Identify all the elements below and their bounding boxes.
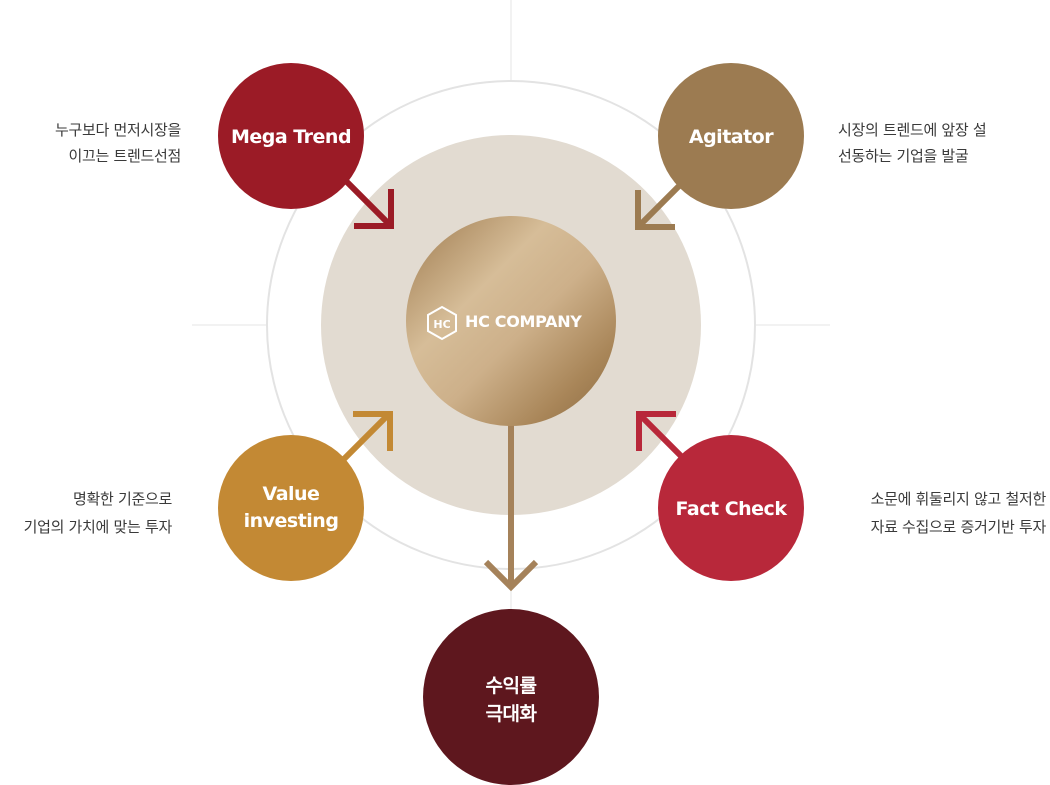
node-value-investing <box>218 435 364 581</box>
hc-logo-mark: HC <box>433 318 450 331</box>
desc-agitator-line1: 시장의 트렌드에 앞장 설 <box>838 121 986 139</box>
node-result <box>423 609 599 785</box>
desc-value-investing-line1: 명확한 기준으로 <box>73 490 172 508</box>
node-value-investing-title-line2: investing <box>244 510 339 532</box>
company-name: HC COMPANY <box>465 312 582 331</box>
center-circle <box>406 216 616 426</box>
desc-mega-trend-line2: 이끄는 트렌드선점 <box>69 147 181 165</box>
node-result-title-line2: 극대화 <box>486 703 538 725</box>
node-fact-check <box>658 435 804 581</box>
arrow-result <box>483 420 539 592</box>
desc-fact-check-line2: 자료 수집으로 증거기반 투자 <box>871 518 1047 536</box>
desc-fact-check-line1: 소문에 휘둘리지 않고 철저한 <box>871 490 1047 508</box>
node-mega-trend <box>218 63 364 209</box>
desc-value-investing-line2: 기업의 가치에 맞는 투자 <box>24 518 173 536</box>
node-result-title-line1: 수익률 <box>486 675 537 697</box>
node-agitator <box>658 63 804 209</box>
arrow-agitator <box>635 179 686 230</box>
node-agitator-title: Agitator <box>689 126 774 148</box>
node-fact-check-title: Fact Check <box>676 498 788 520</box>
arrow-fact-check <box>636 411 687 462</box>
arrow-value-investing <box>341 411 393 462</box>
hc-logo-icon: HC <box>427 305 457 341</box>
node-value-investing-title-line1: Value <box>263 483 320 505</box>
desc-agitator-line2: 선동하는 기업을 발굴 <box>838 147 969 165</box>
node-mega-trend-title: Mega Trend <box>231 126 351 148</box>
arrow-mega-trend <box>342 177 394 229</box>
desc-mega-trend-line1: 누구보다 먼저시장을 <box>55 121 181 139</box>
